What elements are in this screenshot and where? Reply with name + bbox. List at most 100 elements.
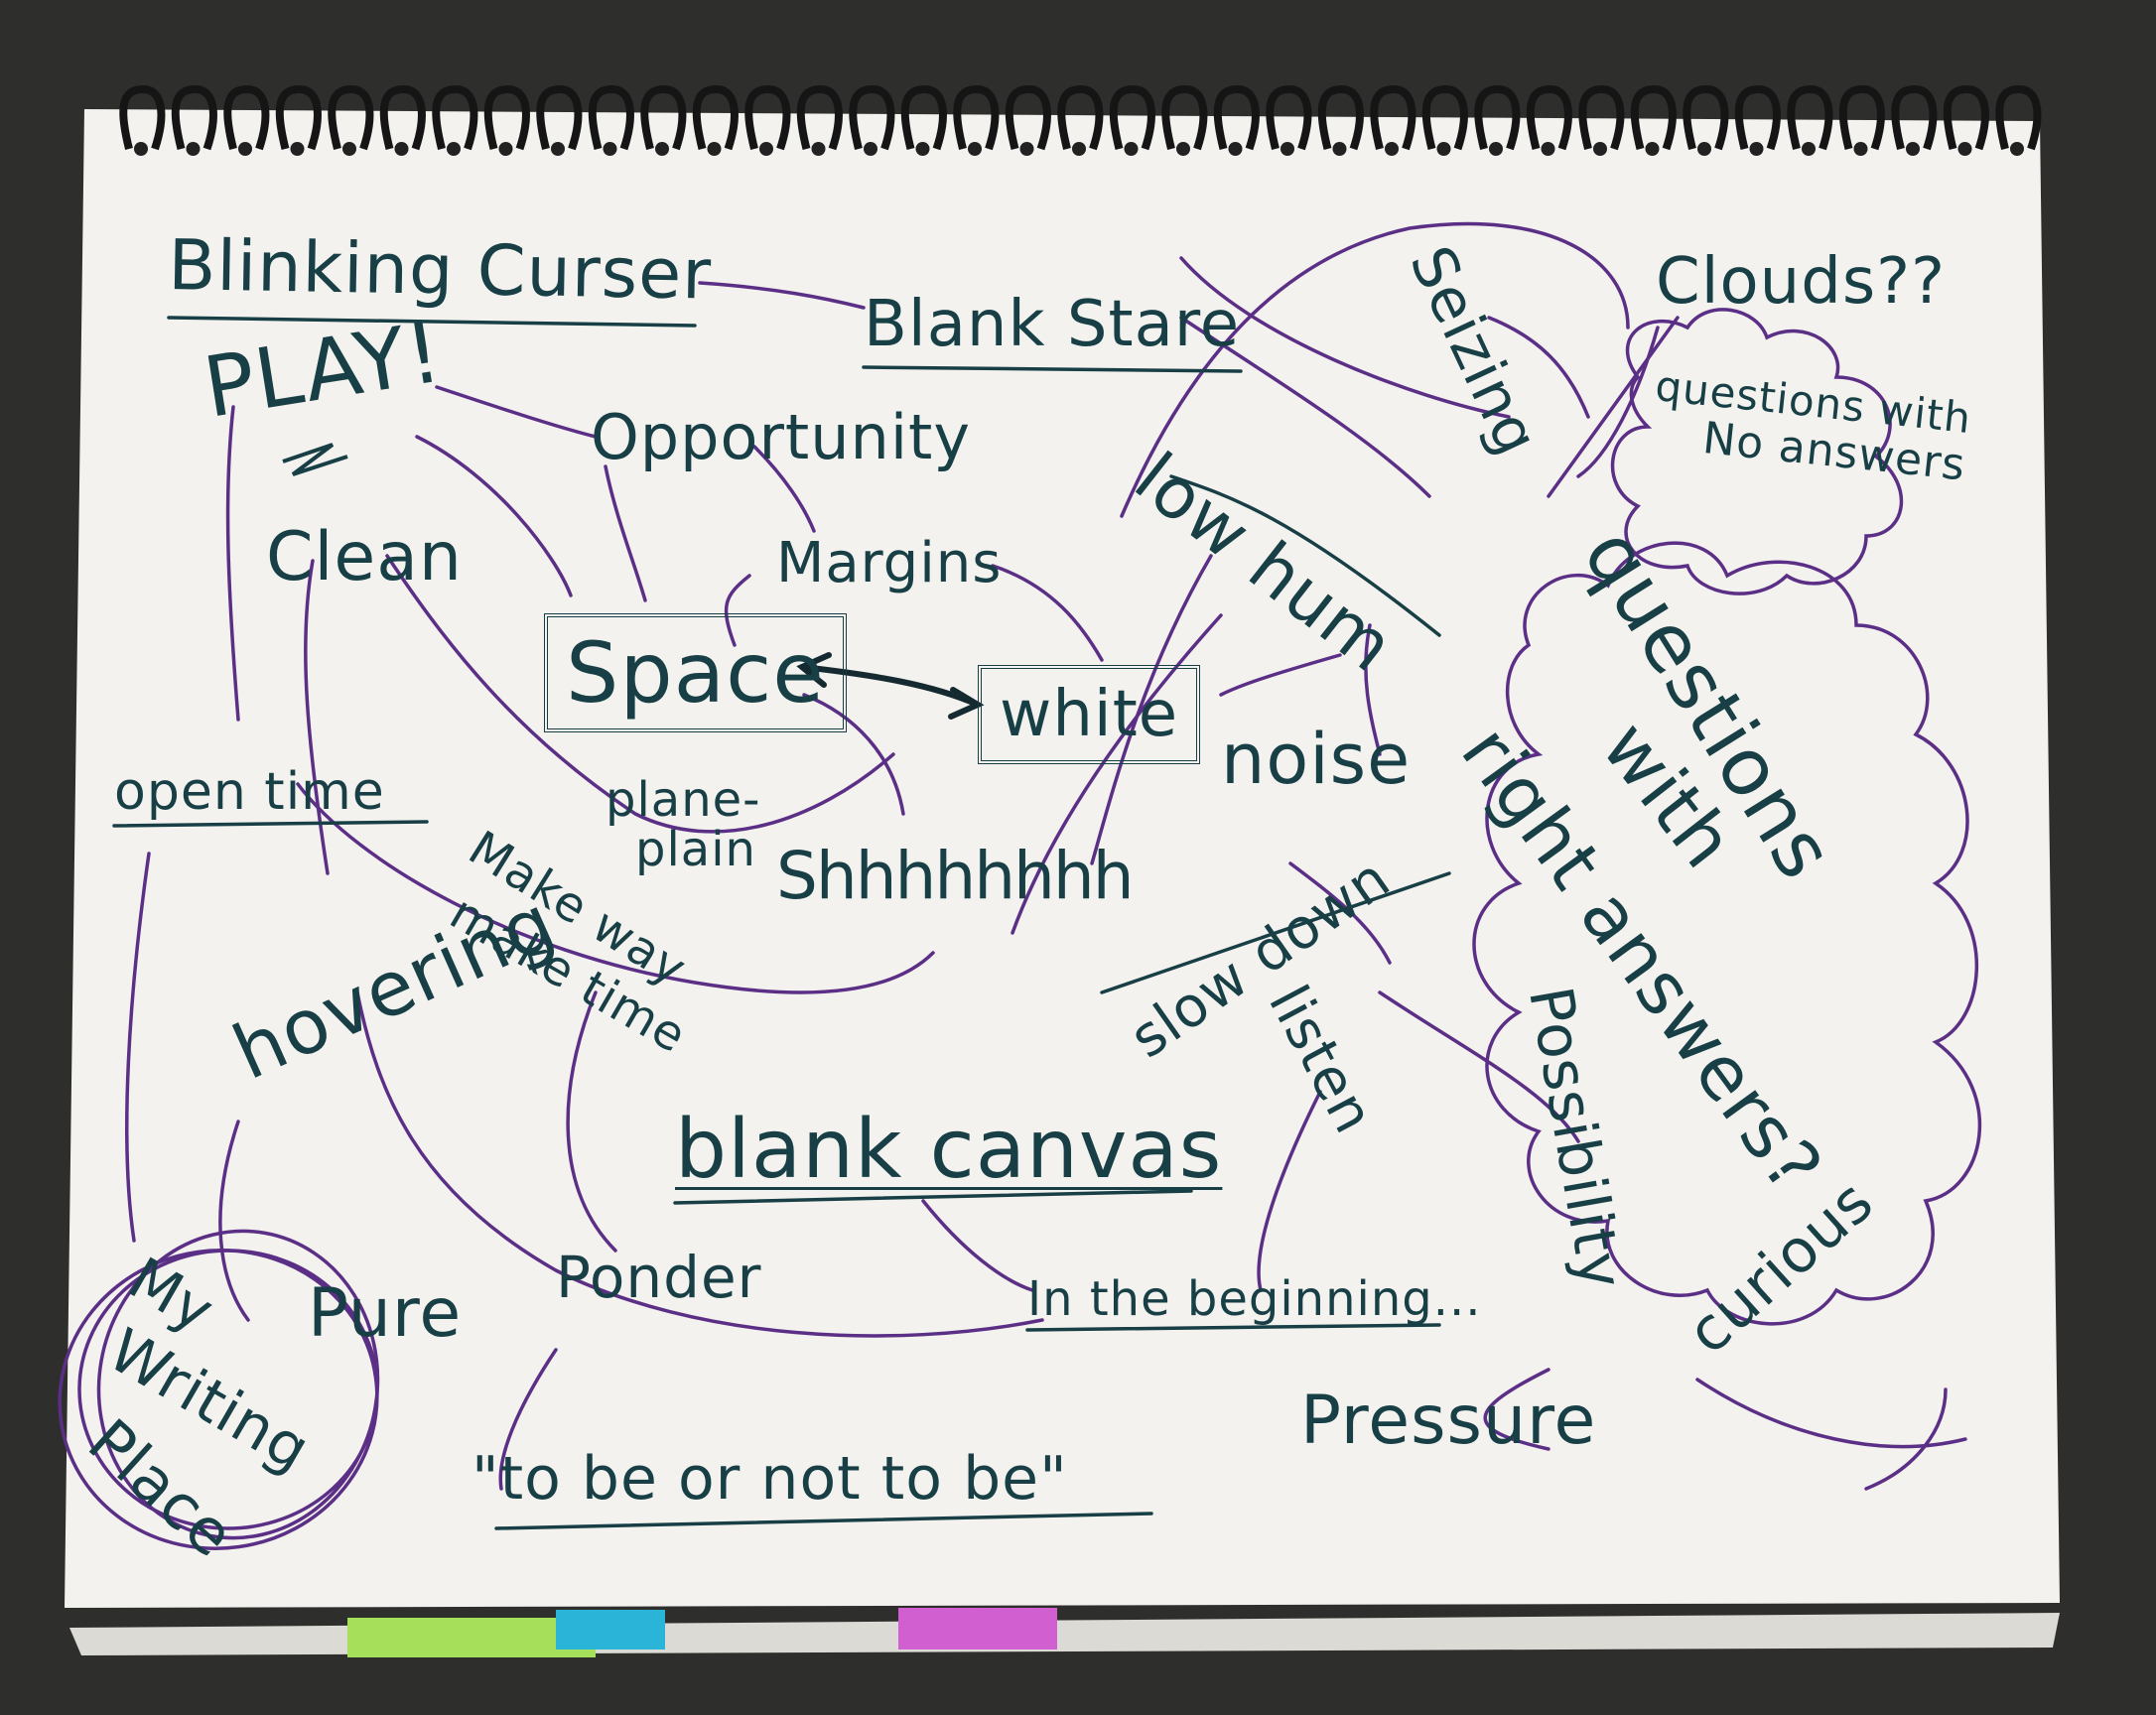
noise-label: noise bbox=[1221, 719, 1412, 800]
spiral-ring bbox=[1474, 84, 1521, 151]
purple-connector-lines bbox=[58, 221, 1982, 1550]
spiral-hole bbox=[342, 142, 356, 156]
spiral-ring bbox=[1578, 84, 1625, 151]
spiral-hole bbox=[1385, 142, 1399, 156]
plane-label: plane- bbox=[606, 772, 761, 828]
pure-label: Pure bbox=[308, 1274, 463, 1353]
white-box: white bbox=[978, 665, 1201, 764]
spiral-ring bbox=[1943, 84, 1989, 151]
spiral-ring bbox=[171, 84, 217, 151]
spiral-hole bbox=[2010, 142, 2024, 156]
margins-label: Margins bbox=[776, 531, 1003, 595]
shhh-label: Shhhhhhhh bbox=[776, 838, 1135, 914]
teal-underlines bbox=[112, 316, 1451, 1530]
sticky-tab-green bbox=[347, 1618, 596, 1657]
spiral-ring bbox=[1838, 84, 1885, 151]
spiral-ring bbox=[1421, 84, 1468, 151]
spiral-ring bbox=[1891, 84, 1938, 151]
spiral-ring bbox=[588, 84, 634, 151]
notebook-page bbox=[65, 109, 2060, 1608]
spiral-hole bbox=[1436, 142, 1451, 156]
opportunity-label: Opportunity bbox=[591, 401, 972, 473]
spiral-ring bbox=[900, 84, 947, 151]
spiral-ring bbox=[849, 84, 895, 151]
play-zigzag bbox=[282, 443, 348, 476]
spiral-hole bbox=[1489, 142, 1503, 156]
spiral-binding bbox=[119, 84, 2042, 156]
spiral-hole bbox=[1749, 142, 1764, 156]
spiral-ring bbox=[796, 84, 843, 151]
spiral-ring bbox=[223, 84, 270, 151]
spiral-hole bbox=[394, 142, 409, 156]
spiral-ring bbox=[536, 84, 583, 151]
space-box: Space bbox=[544, 613, 847, 732]
spiral-hole bbox=[811, 142, 826, 156]
spiral-hole bbox=[1124, 142, 1139, 156]
spiral-hole bbox=[1280, 142, 1294, 156]
spiral-hole bbox=[759, 142, 773, 156]
spiral-ring bbox=[1995, 84, 2042, 151]
spiral-hole bbox=[1957, 142, 1972, 156]
clean-label: Clean bbox=[266, 518, 463, 596]
spiral-ring bbox=[1526, 84, 1572, 151]
sticky-tab-blue bbox=[556, 1610, 665, 1649]
spiral-hole bbox=[1697, 142, 1711, 156]
spiral-ring bbox=[328, 84, 374, 151]
spiral-hole bbox=[134, 142, 148, 156]
spiral-ring bbox=[1317, 84, 1364, 151]
spiral-hole bbox=[1072, 142, 1086, 156]
spiral-ring bbox=[1266, 84, 1312, 151]
spiral-hole bbox=[603, 142, 617, 156]
spiral-hole bbox=[1228, 142, 1243, 156]
spiral-ring bbox=[692, 84, 739, 151]
plain-label: plain bbox=[635, 822, 756, 877]
spiral-ring bbox=[1734, 84, 1781, 151]
spiral-hole bbox=[551, 142, 565, 156]
spiral-ring bbox=[432, 84, 478, 151]
spiral-hole bbox=[968, 142, 982, 156]
blank-canvas-label: blank canvas bbox=[675, 1103, 1223, 1197]
spiral-hole bbox=[1802, 142, 1816, 156]
in-the-beginning-label: In the beginning... bbox=[1027, 1271, 1482, 1327]
spiral-ring bbox=[1109, 84, 1155, 151]
spiral-ring bbox=[1683, 84, 1729, 151]
spiral-hole bbox=[447, 142, 461, 156]
blinking-curser-label: Blinking Curser bbox=[167, 224, 713, 316]
spiral-hole bbox=[707, 142, 722, 156]
spiral-hole bbox=[1332, 142, 1347, 156]
spiral-ring bbox=[744, 84, 791, 151]
spiral-hole bbox=[864, 142, 877, 156]
spiral-hole bbox=[238, 142, 252, 156]
spiral-ring bbox=[1630, 84, 1677, 151]
spiral-hole bbox=[1906, 142, 1920, 156]
spiral-ring bbox=[1161, 84, 1208, 151]
spiral-ring bbox=[275, 84, 322, 151]
spiral-ring bbox=[1005, 84, 1051, 151]
open-time-label: open time bbox=[114, 762, 385, 822]
spiral-hole bbox=[655, 142, 669, 156]
spiral-hole bbox=[1593, 142, 1607, 156]
spiral-hole bbox=[186, 142, 201, 156]
spiral-ring bbox=[1057, 84, 1104, 151]
spiral-hole bbox=[290, 142, 305, 156]
spiral-ring bbox=[953, 84, 1000, 151]
to-be-or-not-to-be-label: "to be or not to be" bbox=[472, 1444, 1068, 1514]
blank-stare-label: Blank Stare bbox=[864, 288, 1241, 361]
ponder-label: Ponder bbox=[556, 1244, 762, 1311]
spiral-hole bbox=[498, 142, 513, 156]
spiral-hole bbox=[1853, 142, 1868, 156]
spiral-ring bbox=[640, 84, 687, 151]
spiral-hole bbox=[1541, 142, 1555, 156]
spiral-hole bbox=[1645, 142, 1660, 156]
sticky-tab-pink bbox=[898, 1608, 1057, 1649]
clouds-label: Clouds?? bbox=[1656, 245, 1947, 319]
spiral-ring bbox=[1787, 84, 1833, 151]
spiral-ring bbox=[1213, 84, 1260, 151]
pressure-label: Pressure bbox=[1300, 1382, 1597, 1460]
spiral-ring bbox=[1370, 84, 1416, 151]
spiral-ring bbox=[483, 84, 530, 151]
spiral-hole bbox=[1019, 142, 1034, 156]
spiral-ring bbox=[379, 84, 426, 151]
spiral-hole bbox=[1176, 142, 1190, 156]
